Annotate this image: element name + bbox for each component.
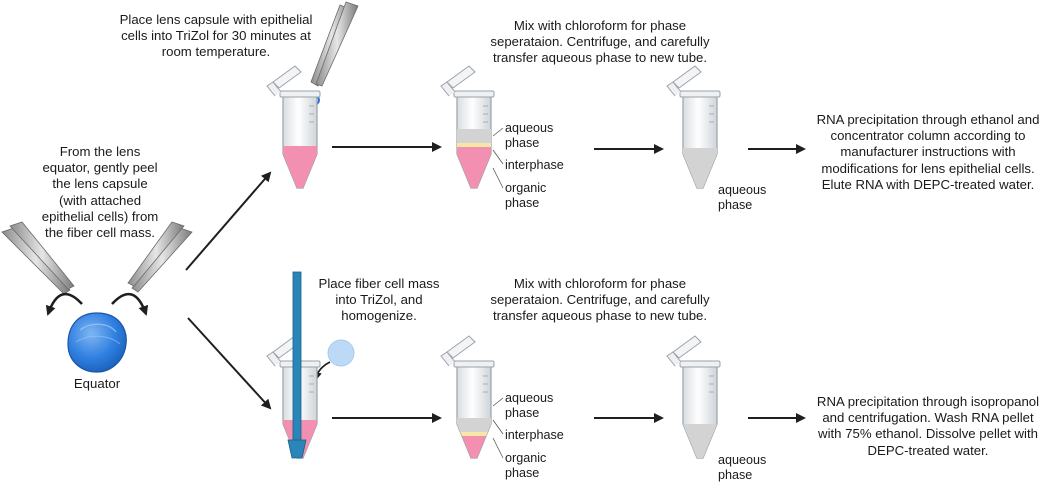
arrow-to-capsule-tube [185,171,272,271]
phase-leader-line [492,397,504,407]
phase-leader-line [492,149,504,165]
tweezer-right-icon [127,221,193,293]
capsule-tweezer-icon [310,1,359,87]
top-interphase-label: interphase [505,158,564,172]
phase-leader-line [492,419,504,435]
homogenizer-icon [287,271,307,459]
tube-bottom-phase-separation [440,335,495,459]
lens-illustration [1,221,193,373]
tubes-group [266,65,721,459]
curved-arrow-left-icon [45,292,83,316]
tweezer-left-icon [1,221,75,295]
phase-leader-line [492,127,504,137]
tube-capsule-trizol [266,65,321,189]
arrow-to-fiber-tube [187,317,272,410]
fiber-cell-mass-icon [327,339,355,367]
tube-top-aqueous-transfer [666,65,721,189]
tube-bottom-aqueous-transfer [666,335,721,459]
curved-arrow-right-icon [111,292,149,316]
bottom-interphase-label: interphase [505,428,564,442]
phase-leader-line [492,167,504,189]
phase-leader-line [492,437,504,459]
tube-top-phase-separation [440,65,495,189]
flow-arrows [185,142,806,423]
equator-label: Equator [73,376,121,391]
